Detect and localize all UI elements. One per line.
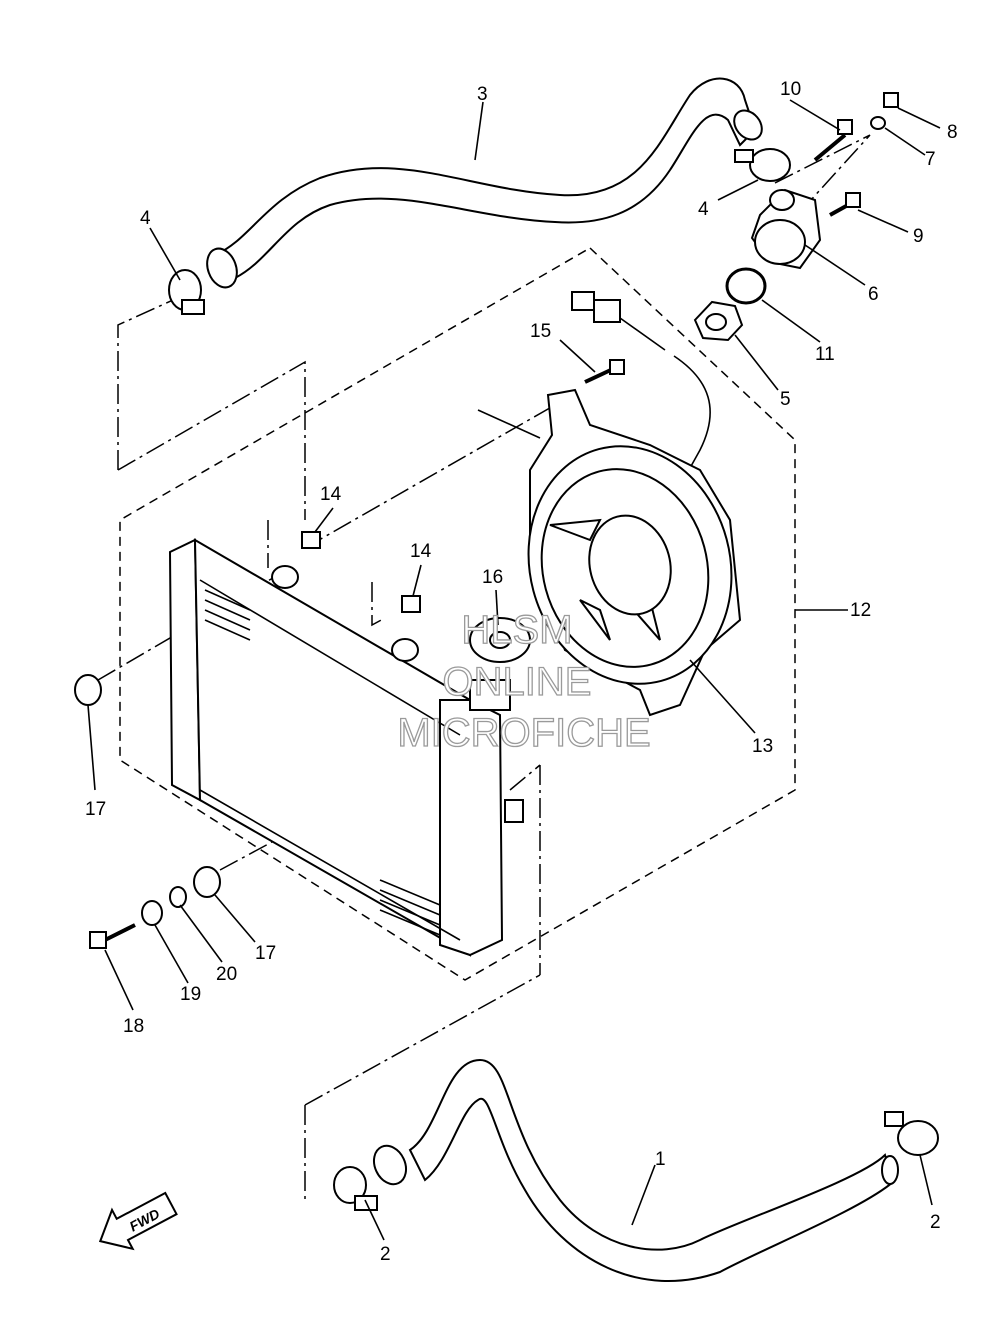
callout-19[interactable]: 19 [180, 984, 201, 1005]
routing-line-fan-bolt [304, 404, 556, 549]
callout-7[interactable]: 7 [925, 149, 936, 170]
hose-clamp-lower-right[interactable] [884, 1111, 939, 1156]
callout-9[interactable]: 9 [913, 226, 924, 247]
callout-1[interactable]: 1 [655, 1149, 666, 1170]
callout-16[interactable]: 16 [482, 567, 503, 588]
routing-line-bracket [219, 841, 273, 871]
bolt-9[interactable] [829, 192, 861, 217]
hose-clamp-upper-right[interactable] [734, 148, 791, 182]
callout-14-lower[interactable]: 14 [410, 541, 432, 562]
callout-5[interactable]: 5 [780, 389, 791, 410]
bolt-8[interactable] [883, 92, 899, 108]
callout-17-left[interactable]: 17 [85, 799, 106, 820]
bolt-18[interactable] [89, 923, 136, 949]
leader-lines [87, 99, 941, 1241]
upper-hose[interactable] [202, 77, 767, 292]
fan-motor-assembly[interactable] [477, 388, 758, 717]
lower-hose[interactable] [368, 1058, 899, 1282]
thermostat-housing[interactable] [750, 188, 822, 270]
routing-line-lower [304, 974, 541, 1200]
o-ring[interactable] [725, 267, 767, 305]
callout-4-left[interactable]: 4 [140, 208, 151, 229]
radiator-cap[interactable] [469, 617, 531, 711]
bolt-10[interactable] [813, 119, 853, 162]
washer-19[interactable] [141, 900, 163, 926]
collar-20[interactable] [169, 886, 187, 908]
assembly-boundary [119, 247, 796, 981]
callout-2-left[interactable]: 2 [380, 1244, 391, 1265]
clip-14-upper[interactable] [301, 531, 321, 549]
callout-15[interactable]: 15 [530, 321, 551, 342]
radiator-fins-upper [204, 589, 251, 641]
callout-17-lower[interactable]: 17 [255, 943, 276, 964]
watermark-line-2: ONLINE [443, 660, 592, 704]
callout-6[interactable]: 6 [868, 284, 879, 305]
callout-labels: 1 2 2 3 4 4 5 6 7 8 9 10 11 12 13 14 14 … [85, 79, 958, 1265]
callout-18[interactable]: 18 [123, 1016, 144, 1037]
callout-13[interactable]: 13 [752, 736, 773, 757]
callout-4-right[interactable]: 4 [698, 199, 709, 220]
washer-7[interactable] [870, 116, 886, 130]
callout-20[interactable]: 20 [216, 964, 237, 985]
hose-clamp-lower-left[interactable] [333, 1166, 378, 1211]
forward-direction-arrow: FWD [98, 1191, 178, 1251]
callout-12[interactable]: 12 [850, 600, 871, 621]
radiator-fins-lower [379, 879, 441, 936]
routing-line-right [509, 764, 541, 975]
watermark-line-3: MICROFICHE [397, 711, 650, 755]
clip-14-lower[interactable] [401, 595, 421, 613]
fan-wire-connector[interactable] [571, 291, 711, 469]
fan-mount-bolt[interactable] [584, 359, 625, 384]
callout-2-right[interactable]: 2 [930, 1212, 941, 1233]
callout-10[interactable]: 10 [780, 79, 801, 100]
callout-3[interactable]: 3 [477, 84, 488, 105]
routing-line-upper-left [117, 289, 306, 520]
watermark-line-1: HLSM [461, 608, 572, 652]
watermark: HLSM ONLINE MICROFICHE [397, 607, 652, 755]
thermostat[interactable] [693, 300, 744, 342]
clip-guide-lines [267, 520, 386, 627]
callout-14-upper[interactable]: 14 [320, 484, 342, 505]
callout-11[interactable]: 11 [815, 344, 835, 365]
hose-clamp-upper-left[interactable] [168, 269, 205, 315]
grommet-17-left[interactable] [74, 674, 102, 706]
callout-8[interactable]: 8 [947, 122, 958, 143]
grommet-17-lower[interactable] [193, 866, 221, 898]
radiator-core[interactable] [168, 538, 524, 957]
